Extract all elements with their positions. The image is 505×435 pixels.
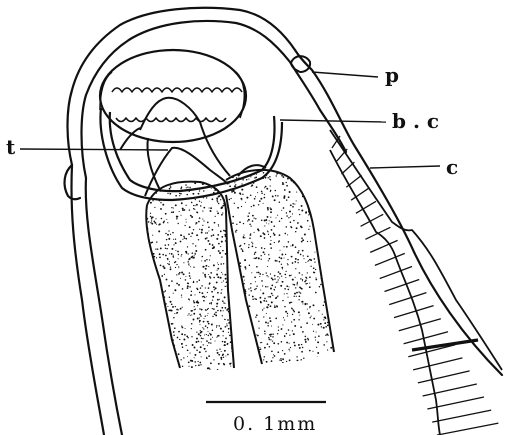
label-p: p <box>385 63 399 87</box>
oesophagus <box>139 163 341 372</box>
label-bc: b . c <box>392 109 439 133</box>
body-outline <box>65 8 502 435</box>
cuticle-band <box>330 130 502 435</box>
label-c: c <box>446 155 458 179</box>
label-t: t <box>6 135 16 159</box>
scale-bar-label: 0. 1mm <box>233 413 317 435</box>
